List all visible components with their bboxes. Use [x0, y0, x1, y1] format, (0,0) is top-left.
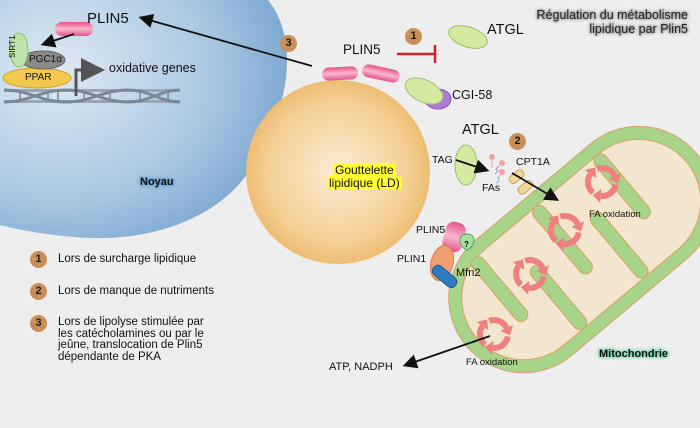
legend-text-3-line-3: jeûne, translocation de Plin5: [58, 339, 203, 351]
legend-text-3-line-4: dépendante de PKA: [58, 350, 161, 363]
cycle-arrowhead: [500, 325, 514, 336]
cycle-arc: [477, 324, 488, 348]
dna-helix-icon: [3, 88, 181, 104]
legend-text-1: Lors de surcharge lipidique: [58, 253, 197, 265]
nucleus-label: Noyau: [140, 176, 174, 188]
cycle-arc: [513, 264, 524, 288]
atgl-bound-protein: [404, 77, 444, 105]
plin5-to-sirt1-arrow: [40, 33, 75, 48]
atgl-free-protein: [448, 25, 488, 49]
plin1-label: PLIN1: [397, 253, 427, 265]
fas-label: FAs: [482, 182, 501, 194]
legend-badge-2: 2: [30, 283, 47, 300]
oxidative-genes-label: oxidative genes: [109, 61, 196, 75]
tag-label: TAG: [432, 154, 453, 166]
cycle-icon: [584, 165, 622, 203]
cycle-arc: [528, 275, 547, 291]
sirt1-label: SIRT1: [8, 35, 17, 58]
cycle-arrowhead: [520, 280, 530, 295]
legend-text-2: Lors de manque de nutriments: [58, 285, 214, 297]
cycle-icon: [547, 213, 585, 251]
cycle-arrowhead: [536, 265, 550, 276]
badge-3: 3: [280, 35, 297, 52]
nucleus: [0, 0, 288, 239]
cycle-arc: [585, 172, 596, 196]
atgl-bound-label: ATGL: [462, 122, 499, 138]
droplet-label-line-1: Gouttelette: [332, 163, 396, 177]
badge-2: 2: [509, 133, 526, 150]
cycle-arc: [548, 220, 559, 244]
fa-oxidation-label-2: FA oxidation: [466, 357, 518, 368]
cycle-arrowhead: [484, 340, 494, 355]
plin5-contact-protein: [442, 221, 466, 253]
pgc1a-label: PGC1α: [29, 54, 63, 65]
cycle-arrowhead: [608, 173, 622, 184]
cycle-arc: [596, 165, 618, 178]
plin5-droplet-protein-1: [322, 66, 359, 81]
unknown-protein: [459, 233, 475, 251]
fa-oxidation-label-1: FA oxidation: [589, 209, 641, 220]
legend-text-3: Lors de lipolyse stimulée par les catéch…: [58, 316, 204, 363]
droplet-label: Gouttelette lipidique (LD): [327, 163, 402, 190]
title-line-1: Régulation du métabolisme: [536, 8, 688, 22]
plin5-nucleus-protein: [55, 22, 93, 36]
mitochondria-label: Mitochondrie: [599, 348, 669, 360]
atp-output-arrow: [402, 335, 491, 369]
legend-badge-1: 1: [30, 251, 47, 268]
cycle-arrowhead: [592, 188, 602, 203]
cycle-arc: [563, 231, 582, 247]
cycle-icon: [476, 317, 514, 355]
plin5-contact-label: PLIN5: [416, 224, 446, 236]
cycle-arrowhead: [571, 221, 585, 232]
atp-nadph-label: ATP, NADPH: [329, 361, 393, 373]
cycle-arrowhead: [547, 215, 560, 226]
mfn2-protein: [431, 264, 458, 289]
cycle-arrowhead: [512, 259, 525, 270]
cycle-arrowhead: [584, 167, 597, 178]
legend-badge-3: 3: [30, 315, 47, 332]
sirt1-protein: [9, 32, 29, 68]
cycle-arc: [524, 257, 546, 270]
title-line-2: lipidique par Plin5: [589, 22, 688, 36]
fas-to-mito-arrow: [511, 172, 560, 201]
cpt1a-label: CPT1A: [516, 156, 550, 168]
fatty-acids-icon: [489, 154, 505, 184]
legend-text-3-line-2: les catécholamines ou par le: [58, 327, 204, 340]
atgl-free-label: ATGL: [487, 22, 524, 38]
mfn2-label: Mfn2: [456, 267, 481, 279]
tag-to-fas-arrow: [455, 159, 490, 174]
diagram-title: Régulation du métabolisme lipidique par …: [537, 8, 688, 36]
gene-transcription-arrow: [74, 58, 105, 96]
cycle-arc: [492, 335, 511, 351]
plin5-nucleus-label: PLIN5: [87, 10, 129, 27]
ppar-label: PPAR: [25, 72, 52, 83]
plin5-droplet-protein-2: [362, 64, 400, 83]
translocation-arrow: [138, 14, 313, 67]
cgi58-label: CGI-58: [452, 88, 493, 102]
cycle-arc: [488, 317, 510, 330]
fa-oxidation-cycles: [476, 165, 622, 355]
badge-1: 1: [405, 28, 422, 45]
plin5-droplet-label: PLIN5: [343, 42, 381, 57]
cycle-arrowhead: [555, 236, 565, 251]
cycle-icon: [512, 257, 550, 295]
droplet-label-line-2: lipidique (LD): [327, 176, 402, 190]
cycle-arrowhead: [476, 319, 489, 330]
cpt1a-transporter: [508, 169, 534, 195]
cycle-arc: [559, 213, 581, 226]
cycle-arc: [600, 183, 619, 199]
unknown-protein-label: ?: [464, 240, 469, 249]
legend-text-3-line-1: Lors de lipolyse stimulée par: [58, 316, 204, 328]
